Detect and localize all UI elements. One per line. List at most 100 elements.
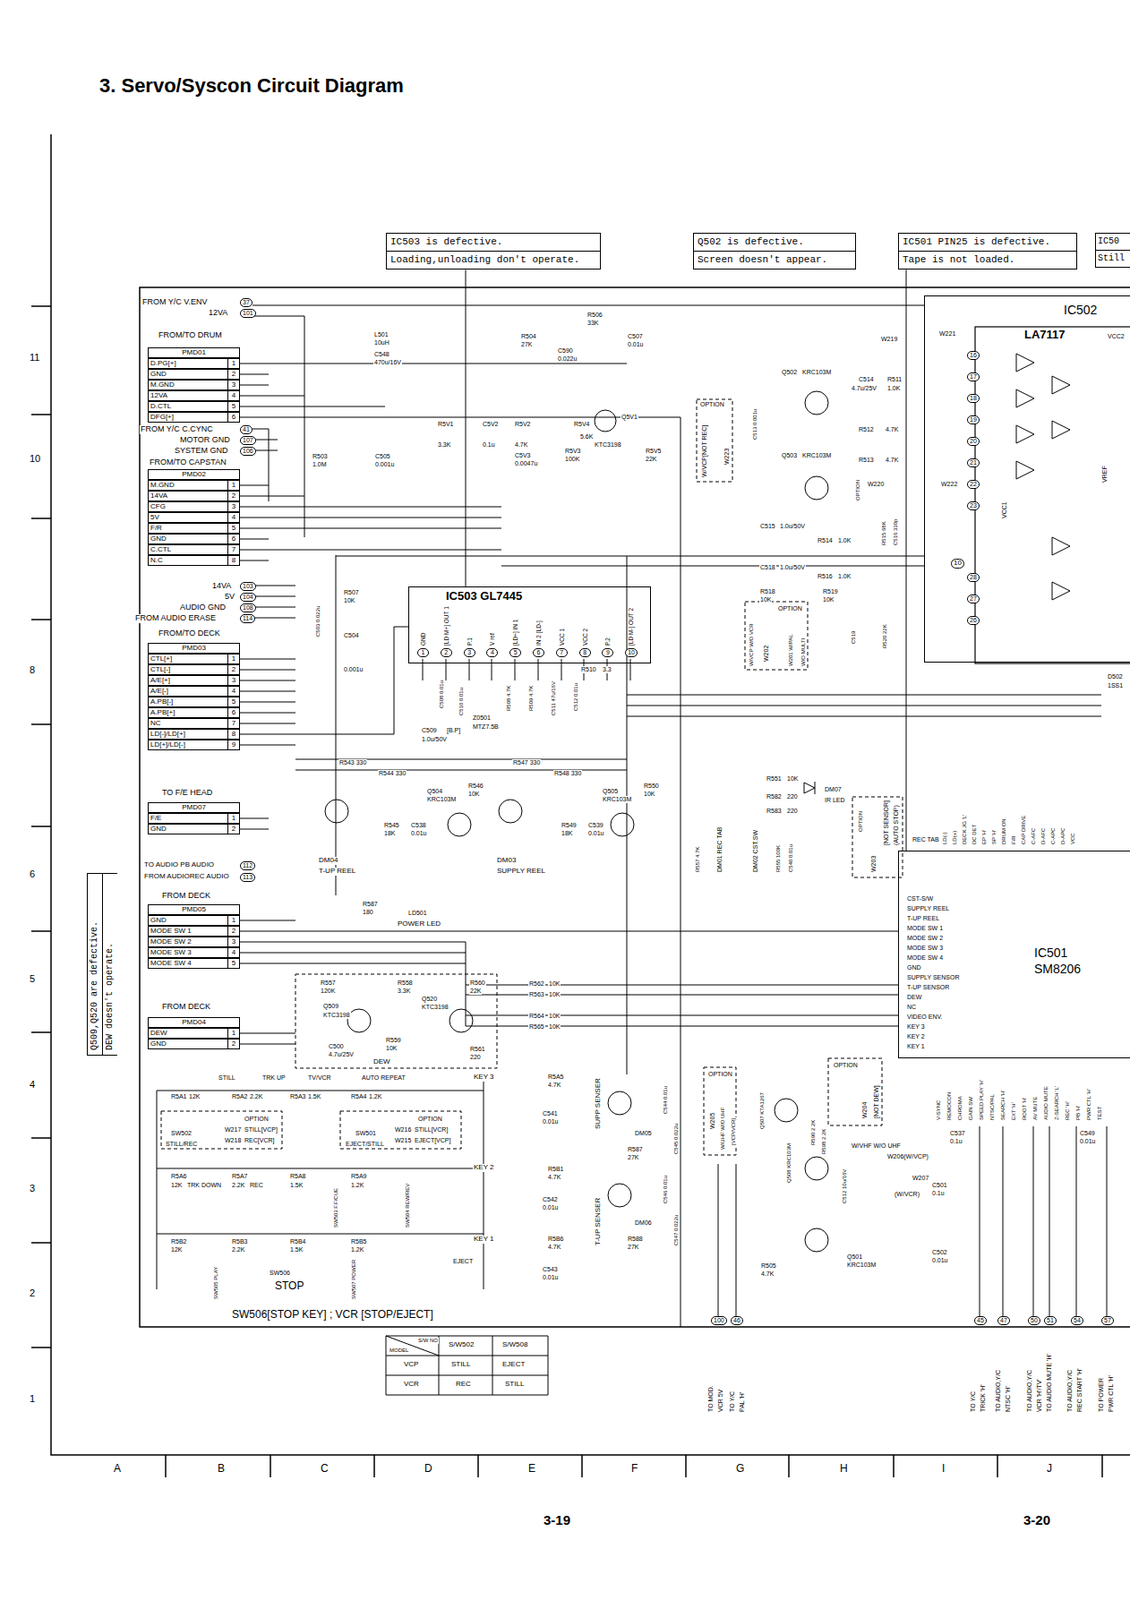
schematic-label: SUPPLY SENSOR bbox=[906, 974, 961, 982]
pin-number: 3 bbox=[227, 379, 240, 391]
schematic-label: 1.2K bbox=[350, 1246, 365, 1254]
schematic-label: R598 2.2K bbox=[821, 1128, 828, 1156]
schematic-label: S/W508 bbox=[501, 1341, 529, 1350]
pin-number: 5 bbox=[509, 648, 522, 658]
ic-pin-name: P.1 bbox=[466, 636, 473, 647]
schematic-label: R5B2 bbox=[170, 1238, 189, 1246]
schematic-label: C539 bbox=[587, 821, 605, 830]
pin-number: 26 bbox=[967, 616, 980, 625]
schematic-label: R504 bbox=[520, 333, 538, 341]
schematic-label: VIDEO ENV. bbox=[906, 1013, 943, 1021]
schematic-label: TO AUDIO,Y/C bbox=[1066, 1369, 1074, 1413]
schematic-label: C502 bbox=[931, 1249, 949, 1257]
schematic-label: FROM/TO DECK bbox=[157, 629, 222, 639]
pin-number: 6 bbox=[227, 707, 240, 719]
connector-name: PMD03 bbox=[147, 642, 240, 654]
callout-box: IC501 PIN25 is defective.Tape is not loa… bbox=[898, 232, 1078, 270]
schematic-label: 3-19 bbox=[542, 1513, 572, 1529]
schematic-label: DEW bbox=[372, 1058, 392, 1067]
schematic-label: 1.0K bbox=[837, 537, 852, 545]
transistor-symbol bbox=[804, 476, 829, 500]
schematic-label: 4.7u/25V bbox=[850, 385, 878, 393]
callout-box: IC503 is defective.Loading,unloading don… bbox=[385, 232, 601, 270]
ic-pin-name: [LD M-] OUT 2 bbox=[627, 607, 634, 647]
callout-text: IC501 PIN25 is defective. bbox=[898, 233, 1077, 251]
schematic-label: KTC3198 bbox=[322, 1011, 351, 1019]
schematic-label: C541 bbox=[541, 1110, 559, 1118]
schematic-label: VREF bbox=[1101, 464, 1109, 484]
schematic-label: VCC bbox=[1070, 831, 1077, 846]
schematic-label: R587 bbox=[361, 900, 379, 908]
schematic-label: R516 bbox=[816, 573, 834, 581]
schematic-label: W203 bbox=[870, 855, 878, 874]
pin-number: 45 bbox=[974, 1316, 987, 1326]
schematic-label: 3.3K bbox=[396, 987, 411, 995]
schematic-label: R520 22K bbox=[881, 623, 889, 650]
pin-signal: 14VA bbox=[147, 490, 229, 502]
schematic-label: D502 bbox=[1106, 673, 1124, 681]
schematic-label: 10K bbox=[786, 775, 799, 783]
schematic-label: 14VA bbox=[211, 582, 232, 591]
pin-number: 10 bbox=[624, 648, 638, 658]
schematic-label: KEY 2 bbox=[472, 1164, 496, 1173]
pin-number: 9 bbox=[601, 648, 614, 658]
schematic-label: KEY 3 bbox=[472, 1073, 496, 1082]
connector-name: PMD07 bbox=[147, 802, 240, 814]
photo-sensor-symbol bbox=[498, 799, 523, 823]
pin-number: 4 bbox=[486, 648, 498, 658]
ic-pin-name: VCC 1 bbox=[558, 627, 565, 647]
connector-block: PMD04DEW1GND2 bbox=[147, 1017, 240, 1050]
schematic-label: 220 bbox=[786, 793, 799, 801]
schematic-label: TO Y/C bbox=[728, 1390, 737, 1413]
schematic-label: R5B6 bbox=[547, 1235, 565, 1243]
pin-signal: CTL[-] bbox=[147, 664, 229, 676]
schematic-label: [NOT DEW] bbox=[873, 1084, 881, 1120]
schematic-label: MODEL bbox=[388, 1347, 410, 1354]
schematic-label: TV/VCR bbox=[307, 1074, 333, 1082]
ic-name: SM8206 bbox=[1033, 962, 1082, 976]
schematic-label: 18K bbox=[383, 830, 396, 838]
schematic-label: FROM/TO DRUM bbox=[157, 331, 223, 341]
schematic-label: SW501 bbox=[354, 1130, 377, 1138]
schematic-label: 1.5K bbox=[307, 1093, 322, 1101]
transistor-symbol bbox=[594, 410, 617, 432]
schematic-label: R544 330 bbox=[377, 770, 407, 778]
schematic-label: Q507 KTA1267 bbox=[759, 1091, 766, 1130]
schematic-label: 220 bbox=[469, 1053, 482, 1062]
schematic-label: W/VCP[NOT REC] bbox=[701, 424, 709, 479]
schematic-label: R590 2.2K bbox=[810, 1119, 817, 1147]
schematic-label: 27K bbox=[626, 1243, 640, 1251]
schematic-label: PWR CTL 'H' bbox=[1086, 1087, 1093, 1122]
schematic-label: C-APC bbox=[1050, 826, 1057, 846]
schematic-label: OPTION bbox=[243, 1115, 270, 1123]
leader-line bbox=[465, 269, 467, 587]
schematic-label: STOP bbox=[273, 1280, 305, 1293]
schematic-label: 5 bbox=[28, 973, 36, 985]
pin-number: 19 bbox=[967, 415, 980, 425]
pin-number: 103 bbox=[239, 582, 257, 591]
schematic-label: R518 bbox=[759, 588, 777, 596]
schematic-label: TRICK 'H' bbox=[979, 1383, 987, 1413]
schematic-label: 0.0047u bbox=[513, 460, 539, 468]
schematic-label: R587 bbox=[626, 1146, 644, 1154]
ic-name: IC502 bbox=[1062, 303, 1098, 317]
schematic-label: 10uH bbox=[373, 339, 391, 347]
schematic-label: 1.2K bbox=[350, 1181, 365, 1190]
connector-block: PMD02M.GND114VA2CFG35V4F/R5GND6C.CTL7N.C… bbox=[147, 469, 240, 566]
schematic-label: R555 100K bbox=[775, 844, 782, 874]
schematic-label: R5B4 bbox=[289, 1238, 308, 1246]
schematic-label: W205 bbox=[709, 1112, 717, 1130]
schematic-label: R559 bbox=[385, 1036, 403, 1045]
callout-text: Tape is not loaded. bbox=[898, 250, 1077, 269]
ic-name: IC501 bbox=[1033, 946, 1069, 960]
schematic-label: C bbox=[319, 1463, 330, 1475]
pin-number: 7 bbox=[556, 648, 568, 658]
pin-number: 113 bbox=[239, 873, 256, 882]
schematic-label: KRC103M bbox=[801, 368, 832, 377]
pin-number: 107 bbox=[239, 436, 257, 446]
pin-signal: 5V bbox=[147, 512, 229, 523]
connector-name: PMD05 bbox=[147, 904, 240, 916]
pin-number: 6 bbox=[227, 533, 240, 545]
schematic-label: MTZ7.5B bbox=[471, 723, 500, 731]
schematic-label: KEY 1 bbox=[472, 1235, 496, 1244]
